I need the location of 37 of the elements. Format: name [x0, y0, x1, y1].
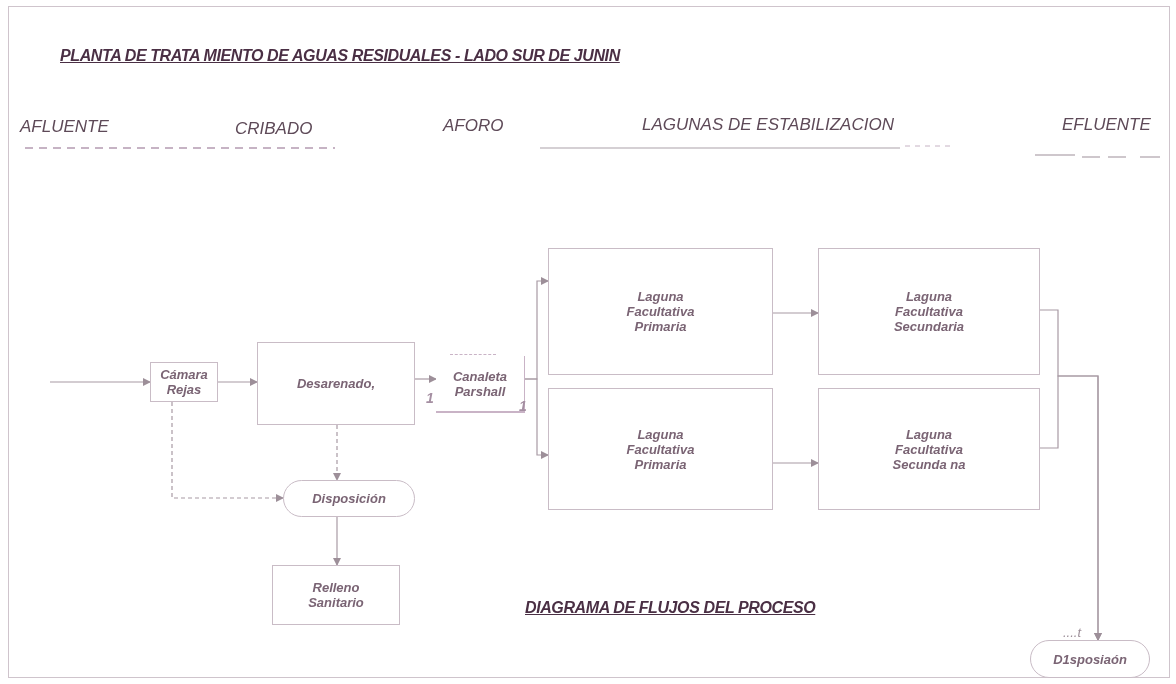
arrow: [217, 378, 258, 386]
arrow: [171, 401, 284, 502]
arrow: [772, 459, 819, 467]
process-box: [818, 248, 1040, 375]
stage-heading: LAGUNAS DE ESTABILIZACION: [642, 114, 894, 136]
node-text: Desarenado,: [295, 376, 376, 391]
arrow: [333, 424, 341, 481]
node-text: Laguna Facultativa Secundaria: [892, 289, 966, 334]
process-box: [272, 565, 400, 625]
node-text: Relleno Sanitario: [307, 580, 365, 610]
process-box: [548, 248, 773, 375]
process-box: [818, 388, 1040, 510]
stage-heading: AFLUENTE: [20, 116, 109, 138]
node-text: Canaleta Parshall: [451, 368, 509, 399]
arrow: [414, 375, 437, 383]
stage-heading: EFLUENTE: [1062, 114, 1151, 136]
stray-mark: 1: [426, 389, 434, 408]
arrow: [772, 309, 819, 317]
arrow: [49, 378, 151, 386]
arrow: [1039, 375, 1102, 641]
process-box: [548, 388, 773, 510]
node-text: D1sposiaón: [1052, 651, 1128, 667]
side-note: ....t: [1063, 624, 1082, 642]
node-text: Disposición: [311, 491, 387, 506]
process-box: [150, 362, 218, 402]
node-text: Cámara Rejas: [159, 367, 209, 397]
diagram-caption: DIAGRAMA DE FLUJOS DEL PROCESO: [525, 598, 816, 618]
arrow: [333, 516, 341, 566]
node-text: Laguna Facultativa Primaria: [625, 426, 696, 472]
stage-heading: CRIBADO: [235, 118, 313, 140]
node-text: Laguna Facultativa Secunda na: [891, 426, 967, 472]
diagram-title: PLANTA DE TRATA MIENTO DE AGUAS RESIDUALES - LADO SUR DE JUNIN: [60, 46, 620, 66]
stage-heading: AFORO: [443, 115, 504, 137]
process-box: [257, 342, 415, 425]
node-text: Laguna Facultativa Primaria: [625, 289, 696, 334]
terminal-pill: [283, 480, 415, 517]
arrow: [524, 378, 549, 459]
